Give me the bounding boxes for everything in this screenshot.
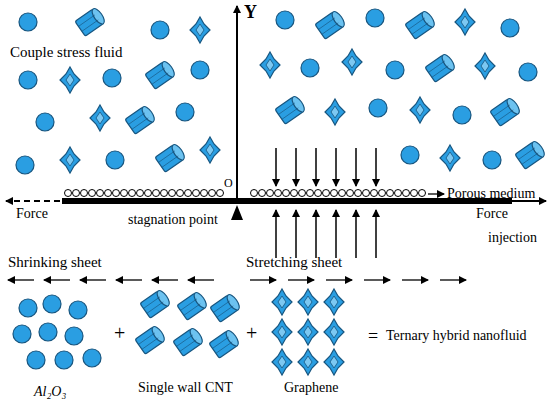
component-label: Al₂O₃: [34, 384, 66, 400]
result-label: Ternary hybrid nanofluid: [386, 328, 527, 344]
component-label: Graphene: [284, 380, 338, 396]
porous-beads: [65, 190, 426, 197]
component-label: Single wall CNT: [138, 380, 233, 396]
alumina-group: [13, 295, 101, 369]
stretching-arrows: [250, 279, 466, 280]
nanoparticles-upper-right: [260, 9, 547, 171]
graphene-group: [272, 289, 344, 375]
stagnation-marker: [231, 205, 243, 220]
injection-label: injection: [488, 230, 537, 246]
sheet-label: Stretching sheet: [246, 254, 342, 271]
sheet-label: Shrinking sheet: [8, 254, 102, 271]
axis-label: Y: [244, 2, 257, 22]
shrinking-arrows: [8, 279, 214, 280]
y-axis: [236, 6, 238, 204]
cnt-group: [135, 289, 242, 359]
porous-pointer: [428, 193, 444, 194]
nanoparticles-upper-left: [16, 7, 220, 174]
fluid-label: Couple stress fluid: [10, 44, 123, 61]
medium-label: Porous medium: [447, 186, 535, 202]
force-label: Force: [476, 206, 508, 222]
equals-sign: =: [368, 326, 378, 346]
sheet: [62, 198, 512, 204]
origin-label: O: [224, 176, 233, 190]
force-label: Force: [16, 206, 48, 222]
plus-sign: +: [114, 322, 125, 344]
stagnation-label: stagnation point: [128, 212, 218, 228]
plus-sign: +: [246, 322, 257, 344]
force-arrow-left: [6, 200, 60, 202]
injection-arrows: [276, 210, 376, 258]
suction-arrows: [276, 148, 376, 186]
